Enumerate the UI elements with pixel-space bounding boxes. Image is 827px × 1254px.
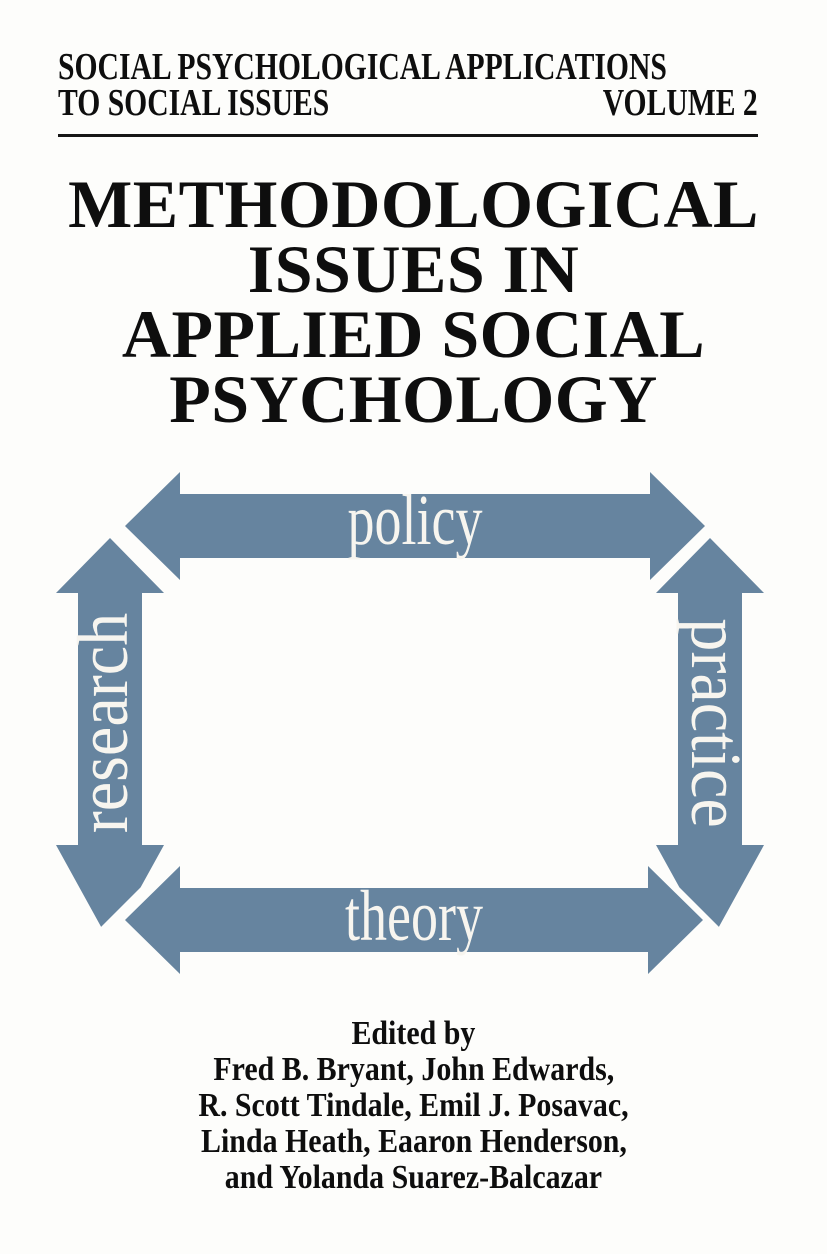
series-title-line2-text: TO SOCIAL ISSUES: [58, 82, 330, 124]
policy-label: policy: [348, 480, 483, 560]
theory-arrow: [125, 866, 703, 974]
book-title: METHODOLOGICAL ISSUES IN APPLIED SOCIAL …: [0, 166, 827, 437]
series-title-line1-text: SOCIAL PSYCHOLOGICAL APPLICATIONS: [58, 46, 667, 88]
editor-line-1: Fred B. Bryant, John Edwards,: [213, 1051, 614, 1088]
volume-label: VOLUME 2: [602, 82, 758, 124]
title-line-4: PSYCHOLOGY: [169, 361, 658, 437]
editors-section: Edited by Fred B. Bryant, John Edwards, …: [0, 1016, 827, 1196]
editor-line-3: Linda Heath, Eaaron Henderson,: [200, 1123, 627, 1160]
research-arrow: [56, 538, 164, 927]
series-title-line1: SOCIAL PSYCHOLOGICAL APPLICATIONS: [58, 46, 758, 88]
policy-arrow: [125, 472, 705, 580]
series-title-line2: TO SOCIAL ISSUES VOLUME 2: [58, 82, 758, 124]
title-line-2: ISSUES IN: [247, 231, 580, 307]
practice-arrow: [656, 538, 764, 927]
theory-label: theory: [345, 876, 483, 956]
editor-line-2: R. Scott Tindale, Emil J. Posavac,: [198, 1087, 629, 1124]
research-label: research: [62, 613, 142, 834]
arrows-diagram: policy theory research practice: [56, 472, 764, 974]
header-rule: [58, 134, 758, 137]
edited-by-heading: Edited by: [351, 1015, 476, 1052]
title-line-1: METHODOLOGICAL: [68, 166, 759, 242]
practice-label: practice: [676, 618, 756, 828]
editor-line-4: and Yolanda Suarez-Balcazar: [224, 1159, 603, 1196]
title-line-3: APPLIED SOCIAL: [121, 296, 706, 372]
series-header: SOCIAL PSYCHOLOGICAL APPLICATIONS TO SOC…: [58, 46, 758, 124]
